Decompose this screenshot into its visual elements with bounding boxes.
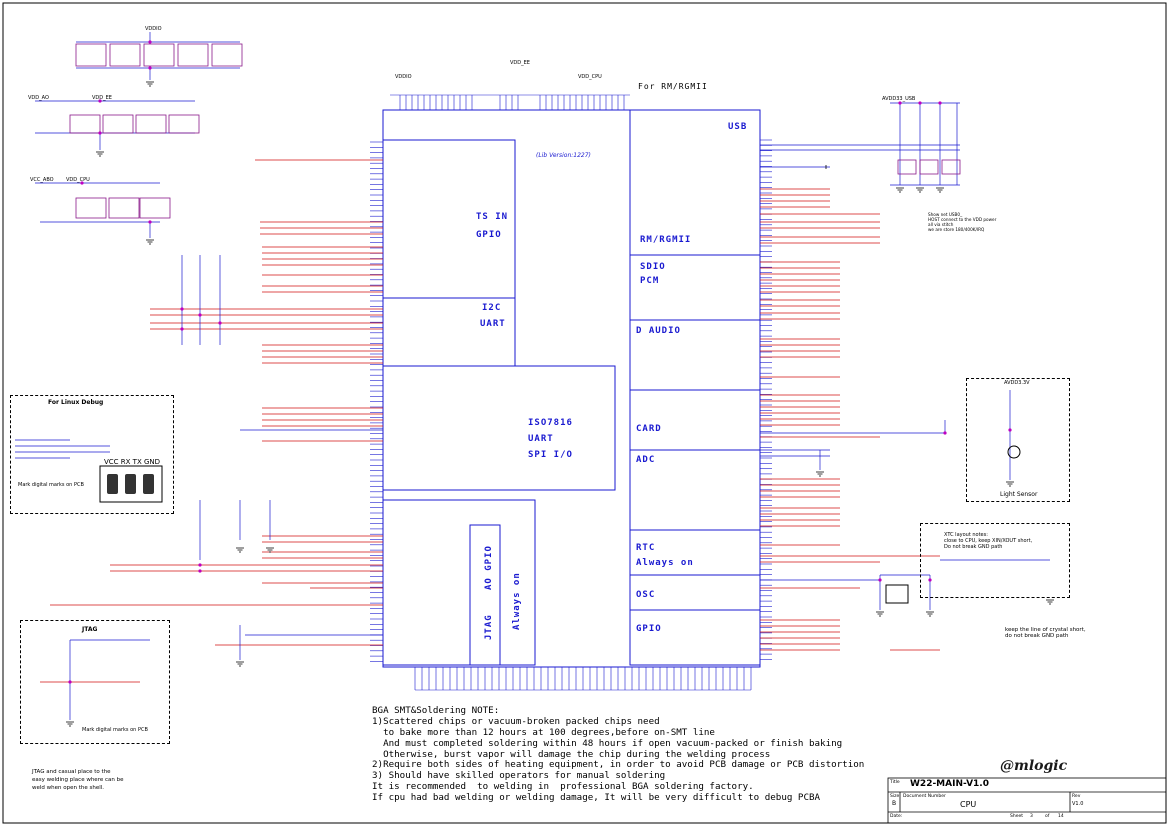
rmii-header: For RM/RGMII bbox=[638, 82, 708, 91]
bga-note-line-6: 3) Should have skilled operators for man… bbox=[372, 770, 666, 781]
amlogic-logo: @mlogic bbox=[1000, 758, 1068, 774]
debug-connector-label: VCC RX TX GND bbox=[104, 458, 161, 466]
net-label-vddio: VDDIO bbox=[145, 26, 162, 32]
section-spi-io: SPI I/O bbox=[528, 450, 573, 460]
section-always-on: Always on bbox=[512, 572, 522, 630]
section-ts-in: TS IN bbox=[476, 212, 509, 222]
section-card: CARD bbox=[636, 424, 662, 434]
jtag-box-title: JTAG bbox=[82, 626, 98, 633]
section-ao-gpio: AO GPIO bbox=[484, 545, 494, 590]
jtag-placement-note: JTAG and casual place to the easy weldin… bbox=[32, 769, 124, 791]
section-iso7816: ISO7816 bbox=[528, 418, 573, 428]
lib-version-label: (Lib Version:1227) bbox=[536, 152, 591, 159]
bga-note-line-4: Otherwise, burst vapor will damage the c… bbox=[372, 749, 771, 760]
bga-note-line-8: If cpu had bad welding or welding damage… bbox=[372, 792, 821, 803]
net-label-vddio-top: VDDIO bbox=[395, 74, 412, 80]
bga-note-line-3: And must completed soldering within 48 h… bbox=[372, 738, 843, 749]
linux-debug-note: Mark digital marks on PCB bbox=[18, 482, 84, 488]
section-rtc-always-on: Always on bbox=[636, 558, 694, 568]
net-label-vdd-ee-top: VDD_EE bbox=[510, 60, 530, 66]
section-rm-rgmii: RM/RGMII bbox=[640, 235, 692, 245]
sheet-of-label: of bbox=[1045, 814, 1050, 819]
net-label-vdd-ee: VDD_EE bbox=[92, 95, 112, 101]
bga-note-line-7: It is recommended to welding in professi… bbox=[372, 781, 754, 792]
jtag-box-note: Mark digital marks on PCB bbox=[82, 727, 148, 733]
sheet-value: 3 bbox=[1030, 814, 1033, 819]
rev-label: Rev bbox=[1072, 794, 1081, 799]
usb-note: Show net USB0_ HOST connect to the VDD p… bbox=[928, 212, 997, 232]
net-label-vdd-cpu: VDD_CPU bbox=[66, 177, 90, 183]
section-gpio-bottom: GPIO bbox=[636, 624, 662, 634]
crystal-note: keep the line of crystal short, do not b… bbox=[1005, 627, 1086, 639]
section-i2c: I2C bbox=[482, 303, 502, 313]
date-label: Date: bbox=[890, 814, 903, 819]
doc-number-value: CPU bbox=[960, 800, 977, 809]
section-usb: USB bbox=[728, 122, 748, 132]
bga-note-line-1: 1)Scattered chips or vacuum-broken packe… bbox=[372, 716, 660, 727]
title-value: W22-MAIN-V1.0 bbox=[910, 779, 989, 789]
section-osc: OSC bbox=[636, 590, 656, 600]
section-adc: ADC bbox=[636, 455, 656, 465]
net-label-vdd-cpu-top: VDD_CPU bbox=[578, 74, 602, 80]
section-uart2: UART bbox=[528, 434, 554, 444]
sheet-label: Sheet bbox=[1010, 814, 1024, 819]
section-pcm: PCM bbox=[640, 276, 660, 286]
net-label-avdd33-usb: AVDD33_USB bbox=[882, 96, 916, 102]
jtag-box bbox=[20, 620, 170, 744]
xtal-layout-note: XTC layout notes: close to CPU, keep XIN… bbox=[944, 532, 1033, 550]
net-label-vdd-ao: VDD_AO bbox=[28, 95, 49, 101]
light-sensor-box bbox=[966, 378, 1070, 502]
section-gpio-ts: GPIO bbox=[476, 230, 502, 240]
linux-debug-title: For Linux Debug bbox=[48, 399, 104, 406]
light-sensor-label: Light Sensor bbox=[1000, 491, 1038, 498]
section-jtag: JTAG bbox=[484, 614, 494, 640]
bga-note-line-2: to bake more than 12 hours at 100 degree… bbox=[372, 727, 715, 738]
bga-note-title: BGA SMT&Soldering NOTE: bbox=[372, 705, 500, 716]
section-uart: UART bbox=[480, 319, 506, 329]
doc-number-label: Document Number bbox=[903, 794, 946, 799]
section-sdio: SDIO bbox=[640, 262, 666, 272]
section-d-audio: D AUDIO bbox=[636, 326, 681, 336]
net-label-vcc-abo: VCC_ABO bbox=[30, 177, 54, 183]
linux-debug-box bbox=[10, 395, 174, 514]
rev-value: V1.0 bbox=[1072, 801, 1084, 807]
bga-note-line-5: 2)Require both sides of heating equipmen… bbox=[372, 759, 865, 770]
sheet-total: 14 bbox=[1058, 814, 1064, 819]
xtal-note-box bbox=[920, 523, 1070, 598]
net-label-avdd33: AVDD3.3V bbox=[1004, 380, 1030, 386]
size-label: Size bbox=[890, 794, 900, 799]
title-label: Title bbox=[890, 780, 900, 785]
section-rtc: RTC bbox=[636, 543, 656, 553]
size-value: B bbox=[892, 800, 897, 807]
